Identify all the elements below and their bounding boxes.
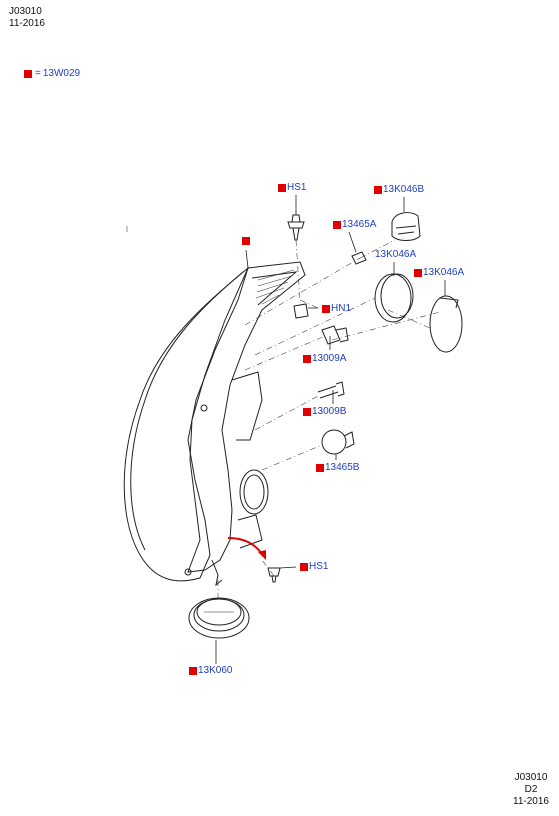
diagram-date: 11-2016 [9, 18, 45, 29]
callout-marker [278, 184, 286, 192]
callout-13465a: 13465A [333, 219, 376, 231]
callout-label: 13K060 [198, 665, 233, 676]
legend-part-number: 13W029 [42, 68, 81, 79]
callout-label: 13465B [325, 462, 360, 473]
callout-marker [316, 464, 324, 472]
callout-label: 13465A [342, 219, 377, 230]
callout-marker [300, 563, 308, 571]
legend-marker [24, 69, 32, 78]
callout-marker [242, 237, 250, 245]
callout-label: 13K046A [423, 267, 465, 278]
callout-marker [189, 667, 197, 675]
footer-code: J03010 [514, 772, 548, 783]
callout-13k046a-right: 13K046A [414, 267, 464, 279]
footer-date: 11-2016 [513, 796, 549, 807]
legend: = 13W029 [24, 68, 80, 79]
lens-outline [123, 266, 249, 582]
callout-13009b: 13009B [303, 406, 346, 418]
callout-marker [414, 269, 422, 277]
callout-marker [303, 408, 311, 416]
callout-13465b: 13465B [316, 462, 359, 474]
callout-hs1-top: HS1 [278, 182, 306, 194]
callout-marker [322, 305, 330, 313]
callout-label: 13009A [312, 353, 347, 364]
callout-13009a: 13009A [303, 353, 346, 365]
callout-label: 13K046B [383, 184, 425, 195]
callout-hn1: HN1 [322, 303, 351, 315]
callout-label: 13K046A [375, 249, 417, 260]
diagram-code: J03010 [9, 6, 42, 17]
callout-13k060: 13K060 [189, 665, 232, 677]
footer-revision: D2 [524, 784, 538, 795]
callout-marker [303, 355, 311, 363]
diagram-footer: J03010 D2 11-2016 [513, 772, 549, 808]
callout-13k046a-left: 13K046A [375, 249, 416, 261]
callout-marker [374, 186, 382, 194]
housing-frame [187, 261, 306, 573]
legend-equals: = [35, 68, 41, 79]
callout-label: HS1 [287, 182, 307, 193]
callout-label: HN1 [331, 303, 352, 314]
callout-hs1-bottom: HS1 [300, 561, 328, 573]
callout-label: HS1 [309, 561, 329, 572]
callout-13k046b: 13K046B [374, 184, 424, 196]
callout-marker [333, 221, 341, 229]
diagram-header: J03010 11-2016 [9, 6, 45, 30]
rotation-arrow [227, 537, 264, 557]
callout-label: 13009B [312, 406, 347, 417]
callout-13w029-marker [242, 237, 251, 245]
